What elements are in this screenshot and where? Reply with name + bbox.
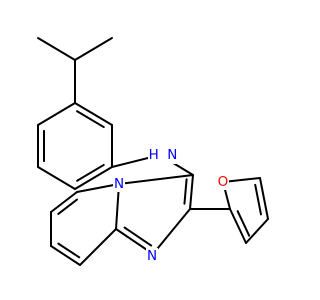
pyridine-nitrogen-label: N [114, 176, 124, 192]
bond-b1-b2-inner [76, 110, 105, 129]
bond-n4-c5 [76, 183, 120, 193]
bond-c7-c8 [50, 245, 81, 266]
imine-nitrogen-label: N [147, 248, 157, 264]
bond-fc4-fc3 [245, 218, 269, 244]
bond-fc3-fc2-inner [236, 210, 251, 237]
bond-c3-c2 [189, 174, 194, 210]
bond-b4-b5 [37, 166, 76, 190]
bond-c7-c8-inner [57, 242, 81, 259]
molecule-structure: H N N N O [37, 37, 269, 266]
bond-me1-ch [37, 37, 76, 61]
bond-b3-b4-inner [76, 163, 105, 182]
bond-c3-n4 [118, 174, 194, 185]
bond-b3-b4 [74, 166, 113, 190]
bond-c8-c8a [79, 228, 117, 266]
bond-c2-n1 [152, 208, 191, 255]
bond-layer [37, 37, 269, 266]
bond-fc3-fc2 [229, 208, 247, 244]
bond-n1-c8a-inner [123, 226, 153, 247]
bond-c5-c6 [50, 191, 78, 213]
bond-c5-c6-inner [57, 198, 79, 215]
bond-b1-b2 [74, 102, 113, 126]
bond-ch-me2 [74, 37, 113, 61]
bond-b6-b1 [37, 102, 76, 126]
furan-oxygen-label: O [218, 174, 229, 190]
bond-fc5-fc4 [259, 177, 269, 220]
atom-label-layer: H N N N O [113, 146, 229, 264]
bond-c3-c2-inner [183, 178, 188, 205]
amine-nh-label: H N [149, 147, 178, 163]
bond-fo-fc5 [222, 177, 261, 183]
bond-fc5-fc4-inner [254, 183, 262, 216]
